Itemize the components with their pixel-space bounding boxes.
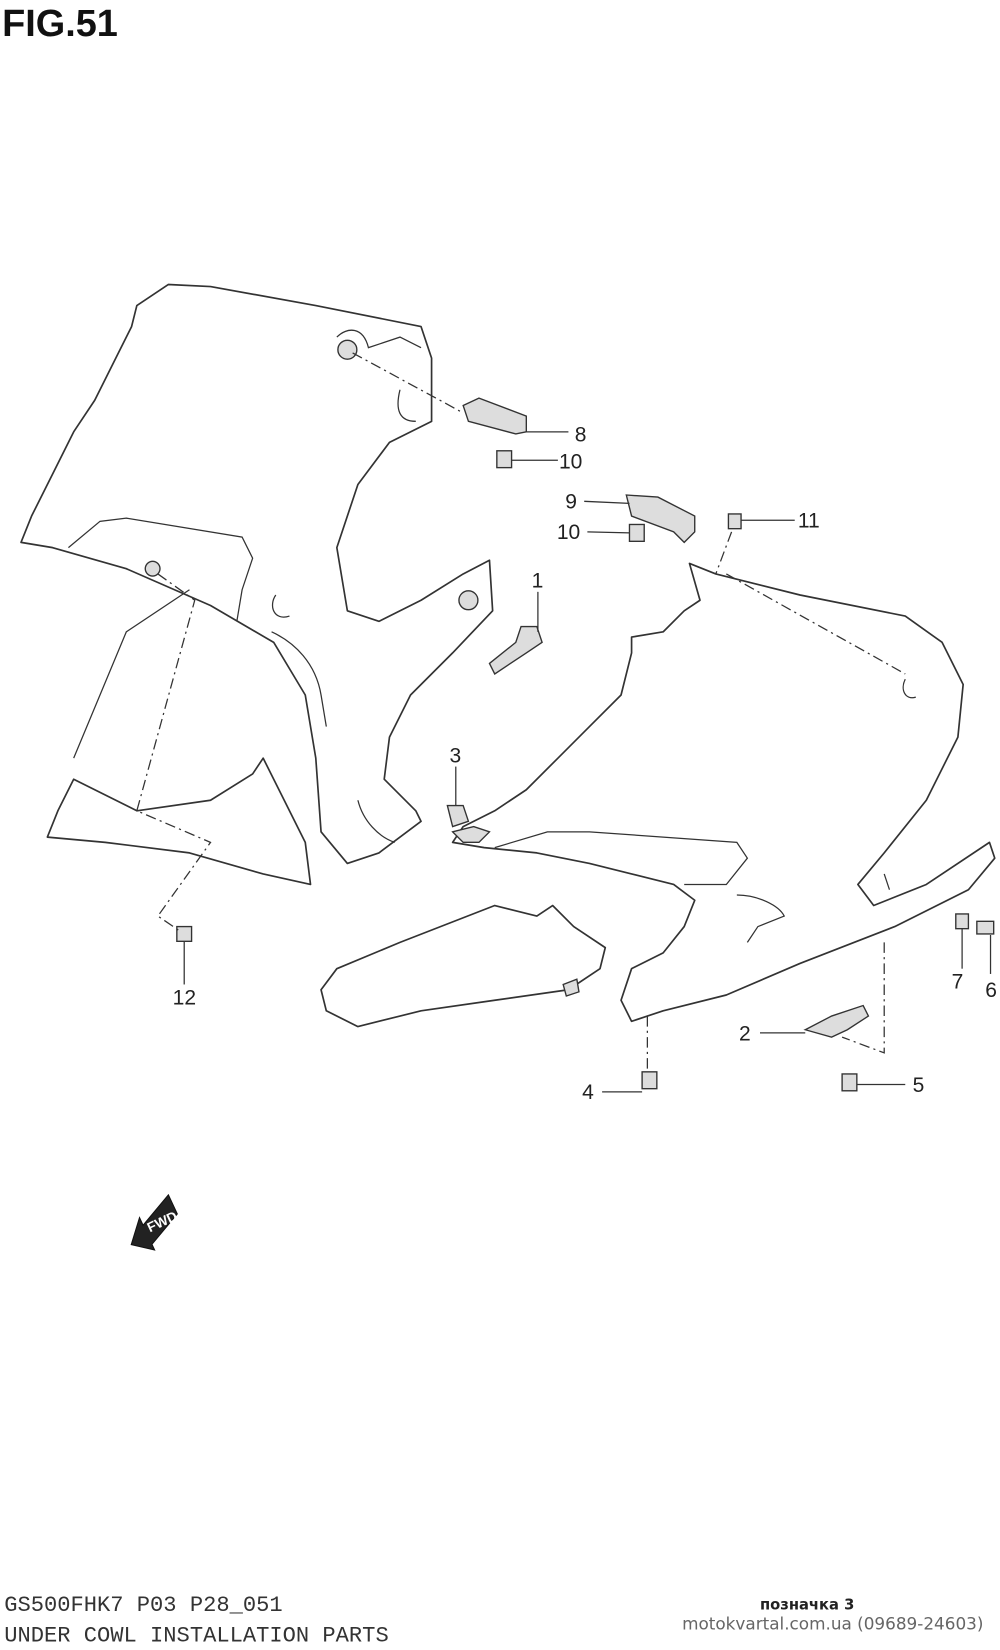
- figure-title: FIG.51: [2, 3, 118, 45]
- right-under-cowl: [451, 562, 996, 1023]
- callout-6: 6: [985, 979, 997, 1002]
- callout-8: 8: [575, 423, 587, 446]
- callout-10b: 10: [557, 521, 580, 544]
- callout-11: 11: [798, 510, 820, 533]
- callout-2: 2: [739, 1022, 751, 1045]
- callout-1: 1: [532, 570, 544, 593]
- callout-7: 7: [952, 971, 964, 994]
- left-lower-panel: [46, 589, 312, 886]
- hardware: [144, 339, 995, 1092]
- callout-4: 4: [582, 1081, 594, 1104]
- leader-lines: [183, 431, 992, 1093]
- callout-12: 12: [173, 986, 196, 1009]
- callout-10a: 10: [559, 451, 582, 474]
- callout-5: 5: [913, 1074, 925, 1097]
- installation-lines: [136, 352, 906, 1069]
- left-under-cowl: [20, 283, 494, 865]
- fwd-arrow-icon: FWD: [130, 1193, 180, 1251]
- watermark-source: motokvartal.com.ua (09689-24603): [682, 1614, 983, 1634]
- callouts: 1 2 3 4 5 6 7 8 9 10 10 11 12: [173, 423, 997, 1104]
- callout-9: 9: [565, 491, 577, 514]
- model-code: GS500FHK7 P03 P28_051: [4, 1593, 282, 1618]
- watermark-note: позначка 3: [760, 1597, 854, 1614]
- center-lower-panel: [320, 904, 607, 1028]
- section-title: UNDER COWL INSTALLATION PARTS: [4, 1623, 388, 1648]
- callout-3: 3: [449, 744, 461, 767]
